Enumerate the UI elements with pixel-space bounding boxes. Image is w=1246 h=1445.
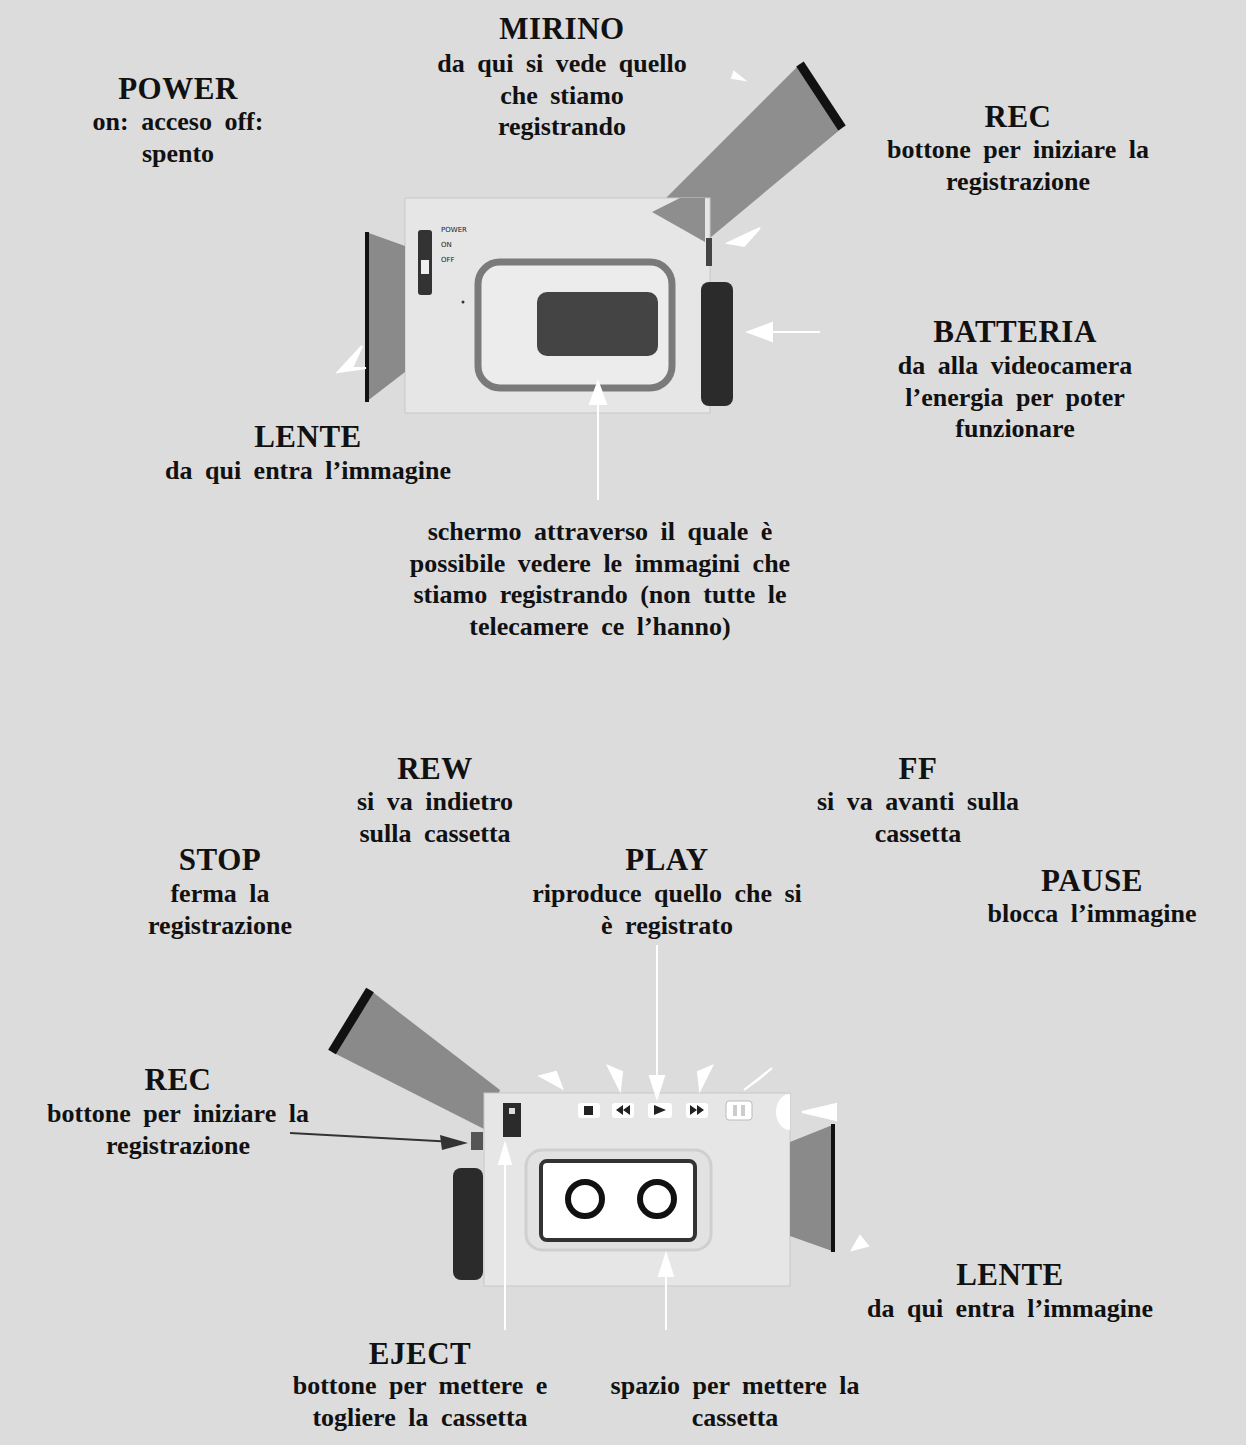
- part-description: blocca l’immagine: [942, 898, 1242, 930]
- part-name: LENTE: [930, 1256, 1090, 1294]
- part-name: REC: [118, 1061, 238, 1099]
- part-name: STOP: [150, 841, 290, 879]
- leader-arrows: [499, 945, 868, 1330]
- rec-button: [503, 1103, 521, 1137]
- switch-marking: ON: [441, 242, 452, 249]
- part-description: riproduce quello che si è registrato: [522, 878, 812, 941]
- power-switch: [418, 230, 432, 295]
- part-description: bottone per mettere e togliere la casset…: [260, 1370, 580, 1433]
- part-name: PAUSE: [1012, 862, 1172, 900]
- part-description: schermo attraverso il quale è possibile …: [405, 516, 795, 643]
- viewfinder: [652, 64, 842, 242]
- part-name: MIRINO: [482, 10, 642, 48]
- viewfinder: [332, 990, 500, 1130]
- cassette-bay: [526, 1150, 711, 1250]
- rec-button-side: [471, 1132, 483, 1150]
- viewfinder-eyecup: [800, 64, 842, 128]
- battery: [453, 1168, 483, 1280]
- part-description: on: acceso off: spento: [78, 106, 278, 169]
- part-name: LENTE: [228, 418, 388, 456]
- part-name: EJECT: [340, 1335, 500, 1373]
- part-description: da qui si vede quello che stiamo registr…: [432, 48, 692, 143]
- lens: [366, 232, 405, 402]
- part-description: spazio per mettere la cassetta: [590, 1370, 880, 1433]
- part-description: si va indietro sulla cassetta: [325, 786, 545, 849]
- cassette: [541, 1161, 695, 1240]
- part-name: REC: [938, 98, 1098, 136]
- switch-marking: POWER: [441, 227, 467, 234]
- switch-marking: OFF: [441, 257, 455, 264]
- camera-bottom-view: [290, 945, 868, 1330]
- lens: [790, 1124, 835, 1252]
- part-name: BATTERIA: [905, 313, 1125, 351]
- part-description: si va avanti sulla cassetta: [808, 786, 1028, 849]
- part-name: REW: [375, 750, 495, 788]
- leader-arrow-dark: [290, 1133, 468, 1150]
- part-name: PLAY: [597, 841, 737, 879]
- control-buttons: [578, 1101, 752, 1120]
- part-description: ferma la registrazione: [120, 878, 320, 941]
- part-description: da qui entra l’immagine: [118, 455, 498, 487]
- lcd-screen: [478, 262, 672, 388]
- viewfinder-eyecup: [332, 990, 370, 1052]
- camera-body: [405, 198, 710, 413]
- lcd-display: [537, 292, 658, 356]
- rec-button: [706, 238, 712, 266]
- camera-body: [484, 1093, 790, 1286]
- part-description: bottone per iniziare la registrazione: [868, 134, 1168, 197]
- part-description: da qui entra l’immagine: [820, 1293, 1200, 1325]
- part-name: FF: [858, 750, 978, 788]
- part-description: bottone per iniziare la registrazione: [28, 1098, 328, 1161]
- eject-knob: [776, 1094, 790, 1130]
- part-name: POWER: [98, 70, 258, 108]
- part-description: da alla videocamera l’energia per poter …: [870, 350, 1160, 445]
- battery: [701, 282, 733, 406]
